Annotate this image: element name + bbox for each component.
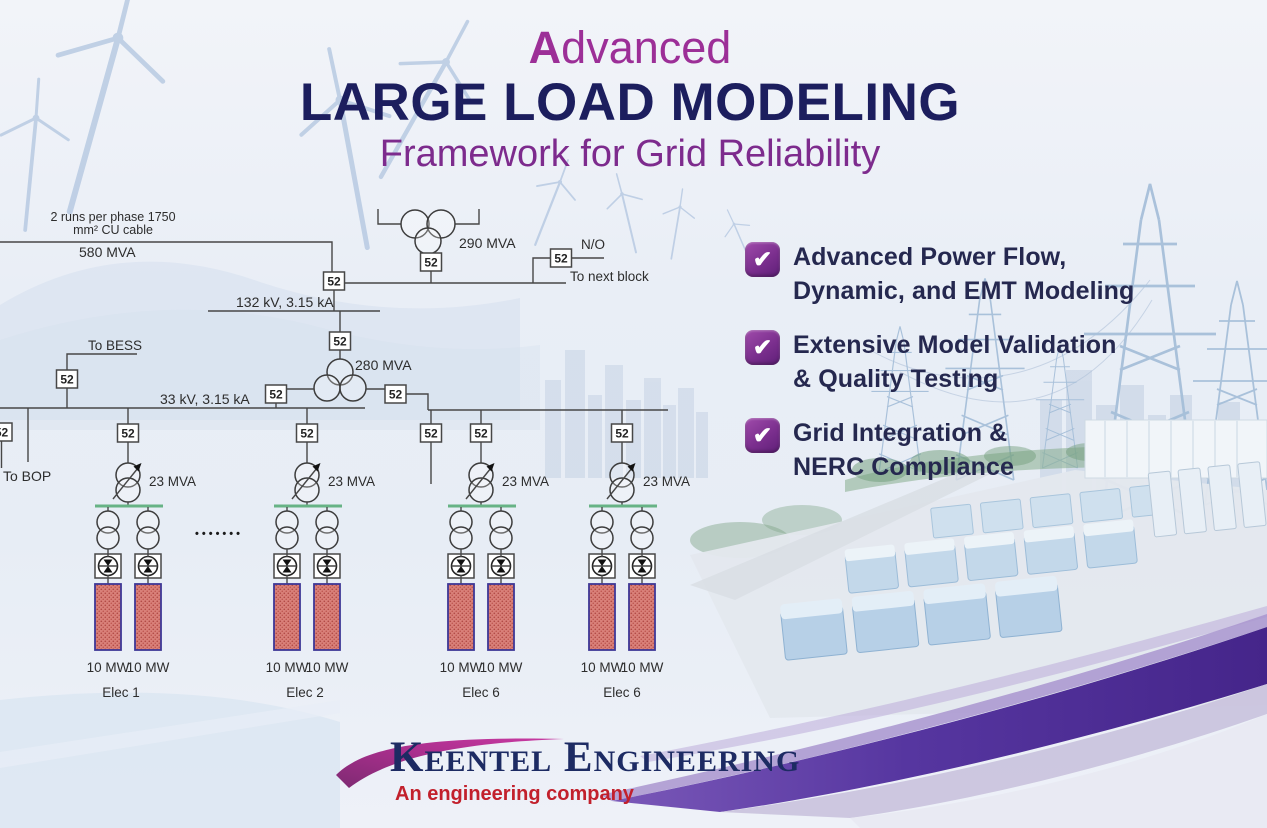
breaker-label: 52: [474, 427, 488, 441]
bus-mv-label: 33 kV, 3.15 kA: [160, 391, 250, 407]
transmission-towers: [869, 182, 1267, 522]
load-rating: 10 MW: [87, 660, 130, 675]
company-logo: Keentel Engineering An engineering compa…: [333, 721, 933, 825]
hv-section: [0, 209, 668, 484]
cable-line: [0, 241, 333, 272]
to-bess-label: To BESS: [88, 338, 142, 353]
bess-branch: [66, 353, 137, 408]
breaker-label: 52: [300, 427, 314, 441]
title-subtitle: Framework for Grid Reliability: [379, 133, 881, 176]
title-advanced-initial: A: [528, 22, 562, 73]
load-unit: [447, 506, 475, 651]
load-unit: [588, 506, 616, 651]
checkmark-icon: ✔: [745, 242, 780, 277]
feeder-name: Elec 6: [603, 685, 641, 700]
breaker-label: 52: [0, 426, 8, 440]
title-advanced: Advanced: [250, 24, 1010, 71]
checklist-item-text: Grid Integration & NERC Compliance: [793, 416, 1014, 484]
feeder-rating: 23 MVA: [328, 474, 375, 489]
bottom-left-art: [0, 692, 340, 828]
checklist-item: ✔ Advanced Power Flow, Dynamic, and EMT M…: [745, 240, 1185, 308]
load-unit: [313, 506, 341, 651]
cable-rating: 580 MVA: [79, 244, 136, 260]
checkmark-icon: ✔: [745, 330, 780, 365]
feeder-name: Elec 1: [102, 685, 140, 700]
checklist-line: NERC Compliance: [793, 453, 1014, 481]
checklist-item-text: Extensive Model Validation & Quality Test…: [793, 328, 1117, 396]
load-rating: 10 MW: [621, 660, 664, 675]
breaker-labels: 52 52 52 52 52 52 52 52 52 52 52 52 52: [0, 252, 629, 441]
breaker-label: 52: [333, 335, 347, 349]
title-block: Advanced LARGE LOAD MODELING Framework f…: [250, 24, 1010, 175]
checklist-line: Dynamic, and EMT Modeling: [793, 277, 1135, 305]
ellipsis: •••••••: [195, 528, 243, 540]
no-label: N/O: [581, 237, 605, 252]
checklist-line: & Quality Testing: [793, 365, 999, 393]
breaker-label: 52: [424, 427, 438, 441]
checklist-item-text: Advanced Power Flow, Dynamic, and EMT Mod…: [793, 240, 1134, 308]
load-unit: [134, 506, 162, 651]
cable-note-line1: 2 runs per phase 1750: [50, 210, 175, 224]
checklist-item: ✔ Grid Integration & NERC Compliance: [745, 416, 1185, 484]
load-unit: [487, 506, 515, 651]
feeder-name: Elec 2: [286, 685, 324, 700]
load-rating: 10 MW: [306, 660, 349, 675]
load-rating: 10 MW: [480, 660, 523, 675]
no-tie: [532, 257, 604, 283]
checklist-line: Advanced Power Flow,: [793, 243, 1067, 271]
transformer-290-rating: 290 MVA: [459, 235, 516, 251]
breaker-label: 52: [269, 388, 283, 402]
transformer-280-rating: 280 MVA: [355, 357, 412, 373]
transformer-290mva: [377, 209, 480, 283]
diagram-labels: 2 runs per phase 1750 mm² CU cable 580 M…: [3, 210, 690, 700]
load-rating: 10 MW: [440, 660, 483, 675]
checkmark-icon: ✔: [745, 418, 780, 453]
skyline-center: [545, 350, 708, 478]
breaker-label: 52: [327, 275, 341, 289]
logo-swoosh-icon: [336, 738, 564, 788]
checklist-line: Extensive Model Validation: [793, 331, 1117, 359]
feeders: [93, 408, 659, 651]
bop-branch: [0, 408, 29, 468]
checklist-line: Grid Integration &: [793, 419, 1008, 447]
bus-hv-label: 132 kV, 3.15 kA: [236, 294, 334, 310]
breaker-label: 52: [424, 256, 438, 270]
swoosh-bands: [600, 606, 1267, 828]
load-rating: 10 MW: [127, 660, 170, 675]
breaker-label: 52: [121, 427, 135, 441]
load-unit: [94, 506, 122, 651]
feeder-rating: 23 MVA: [643, 474, 690, 489]
feeder-name: Elec 6: [462, 685, 500, 700]
title-main: LARGE LOAD MODELING: [299, 73, 961, 133]
breaker-label: 52: [389, 388, 403, 402]
load-unit: [628, 506, 656, 651]
to-bop-label: To BOP: [3, 468, 51, 484]
load-rating: 10 MW: [266, 660, 309, 675]
feeder-rating: 23 MVA: [502, 474, 549, 489]
company-tagline: An engineering company: [395, 783, 634, 805]
checklist-item: ✔ Extensive Model Validation & Quality Te…: [745, 328, 1185, 396]
breaker-label: 52: [60, 373, 74, 387]
equipment-rows: [780, 461, 1267, 661]
transformer-280mva: [275, 311, 429, 410]
breaker-label: 52: [554, 252, 568, 266]
company-name: Keentel Engineering: [390, 734, 801, 781]
breaker-label: 52: [615, 427, 629, 441]
next-block-label: To next block: [570, 269, 649, 284]
cable-note-line2: mm² CU cable: [73, 223, 153, 237]
feature-checklist: ✔ Advanced Power Flow, Dynamic, and EMT M…: [745, 240, 1185, 504]
load-rating: 10 MW: [581, 660, 624, 675]
title-advanced-rest: dvanced: [561, 22, 732, 73]
load-unit: [273, 506, 301, 651]
feeder-rating: 23 MVA: [149, 474, 196, 489]
